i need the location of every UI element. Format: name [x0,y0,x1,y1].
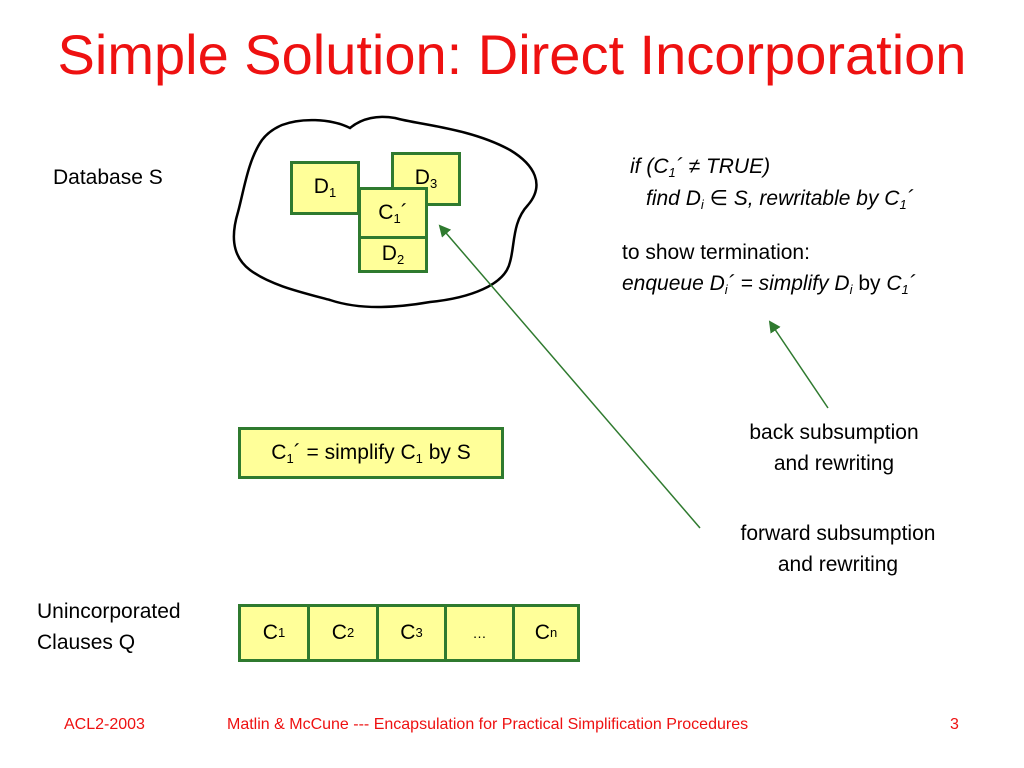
condition-line-1: if (C1´ ≠ TRUE) [630,155,771,180]
condition-line-2: find Di ∈ S, rewritable by C1´ [646,187,914,212]
forward-subsumption-label: forward subsumption and rewriting [740,522,936,576]
footer-conference: ACL2-2003 [64,716,145,733]
back-arrow [768,320,829,409]
termination-line-2: enqueue Di´ = simplify Di by C1´ [622,272,916,297]
termination-line-1: to show termination: [622,241,810,264]
queue-cell-ellipsis: … [447,607,515,659]
forward-arrow [438,224,701,529]
database-label: Database S [53,166,163,189]
box-d1: D1 [290,161,360,215]
queue-label: Unincorporated Clauses Q [37,600,181,654]
footer-page-number: 3 [950,716,959,733]
simplify-box: C1´ = simplify C1 by S [238,427,504,479]
box-c1-prime: C1´ [358,187,428,239]
page-title: Simple Solution: Direct Incorporation [57,23,967,86]
back-subsumption-label: back subsumption and rewriting [749,421,919,475]
footer-authors-title: Matlin & McCune --- Encapsulation for Pr… [227,716,749,733]
database-blob [232,115,538,309]
